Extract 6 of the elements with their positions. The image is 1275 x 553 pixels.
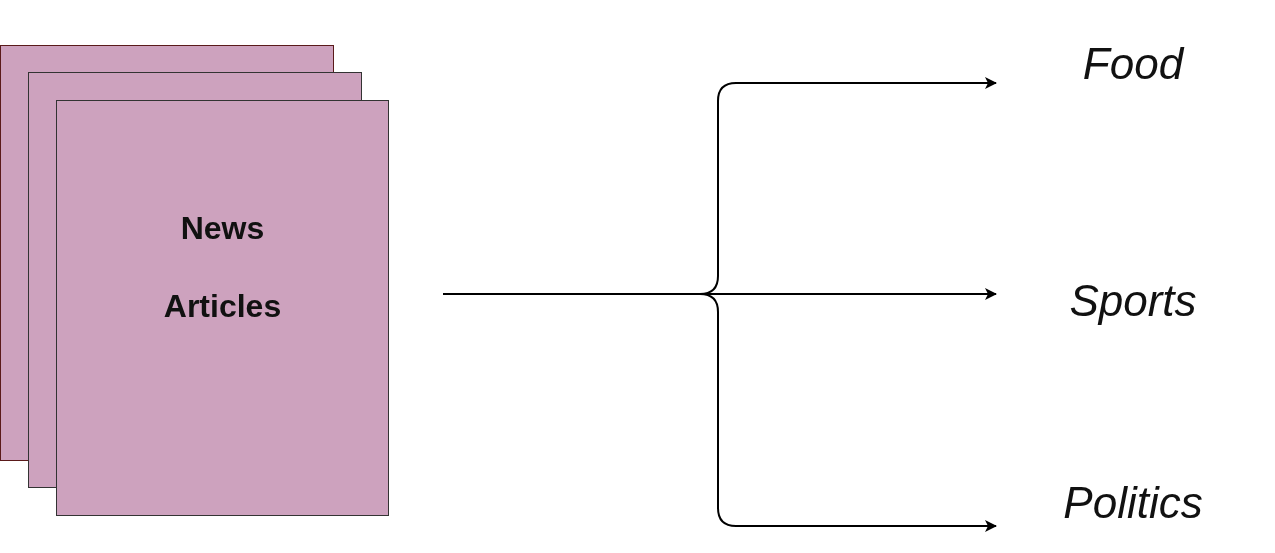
arrow	[442, 293, 997, 532]
category-label: Politics	[998, 473, 1268, 533]
category-label: Sports	[998, 271, 1268, 331]
document-title: News Articles	[162, 209, 283, 326]
category-label: Food	[998, 34, 1268, 94]
document-page	[56, 100, 389, 516]
